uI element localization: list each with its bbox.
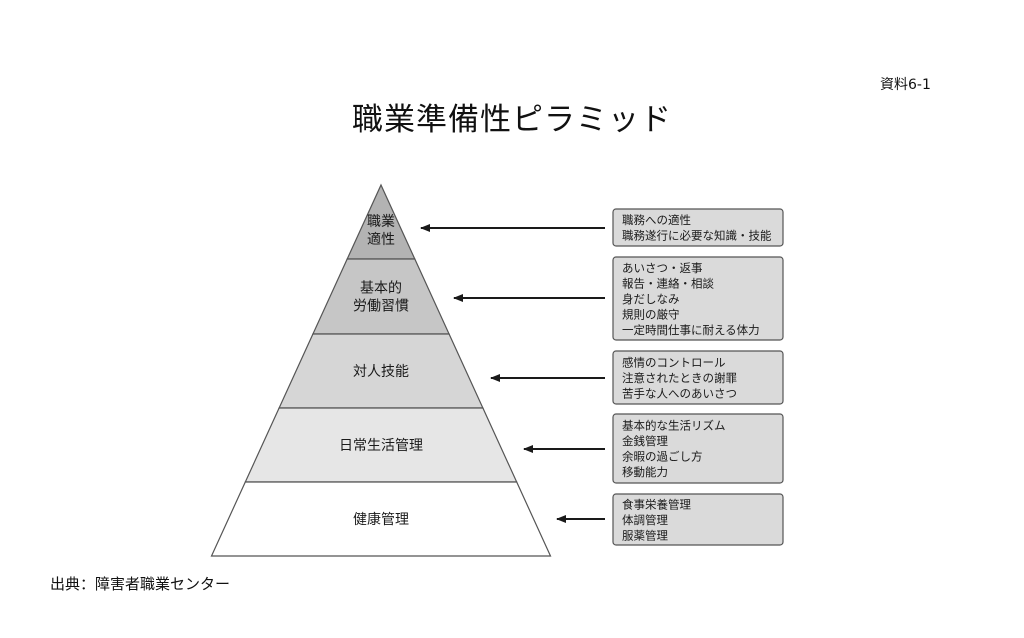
description-item: 規則の厳守 xyxy=(622,307,680,321)
description-item: 身だしなみ xyxy=(622,292,680,306)
description-item: 服薬管理 xyxy=(622,528,668,542)
description-box xyxy=(612,493,784,546)
description-item: 職務遂行に必要な知識・技能 xyxy=(622,229,772,243)
description-item: 体調管理 xyxy=(622,513,668,527)
description-item: 職務への適性 xyxy=(622,213,691,227)
pyramid-level-label: 対人技能 xyxy=(353,364,409,380)
pyramid-level-label: 基本的 xyxy=(360,280,402,297)
pyramid-level-label: 労働習慣 xyxy=(353,298,409,315)
description-box xyxy=(612,208,784,247)
source-citation: 出典：障害者職業センター xyxy=(50,575,231,593)
description-item: 余暇の過ごし方 xyxy=(622,450,703,464)
description-item: 一定時間仕事に耐える体力 xyxy=(622,323,760,337)
description-item: 食事栄養管理 xyxy=(622,497,691,511)
description-box xyxy=(612,350,784,405)
document-label: 資料6-1 xyxy=(880,77,931,93)
pyramid-level-label: 適性 xyxy=(367,231,395,248)
description-box xyxy=(612,256,784,341)
pyramid-level xyxy=(311,258,451,335)
description-item: 報告・連絡・相談 xyxy=(622,276,714,290)
pyramid-level-label: 健康管理 xyxy=(353,511,409,528)
pyramid-level xyxy=(210,481,552,557)
description-box xyxy=(612,413,784,484)
description-item: 移動能力 xyxy=(622,465,668,479)
arrows xyxy=(420,224,605,523)
description-item: 感情のコントロール xyxy=(622,355,726,369)
description-item: 金銭管理 xyxy=(622,434,668,448)
page-title: 職業準備性ピラミッド xyxy=(352,102,672,138)
description-item: 注意されたときの謝罪 xyxy=(622,371,737,385)
description-item: 基本的な生活リズム xyxy=(622,419,726,433)
description-item: あいさつ・返事 xyxy=(622,261,703,275)
description-item: 苦手な人へのあいさつ xyxy=(622,386,737,400)
pyramid-level-label: 職業 xyxy=(367,214,395,230)
description-boxes: 職務への適性職務遂行に必要な知識・技能あいさつ・返事報告・連絡・相談身だしなみ規… xyxy=(612,208,784,546)
pyramid-level-label: 日常生活管理 xyxy=(339,438,423,454)
